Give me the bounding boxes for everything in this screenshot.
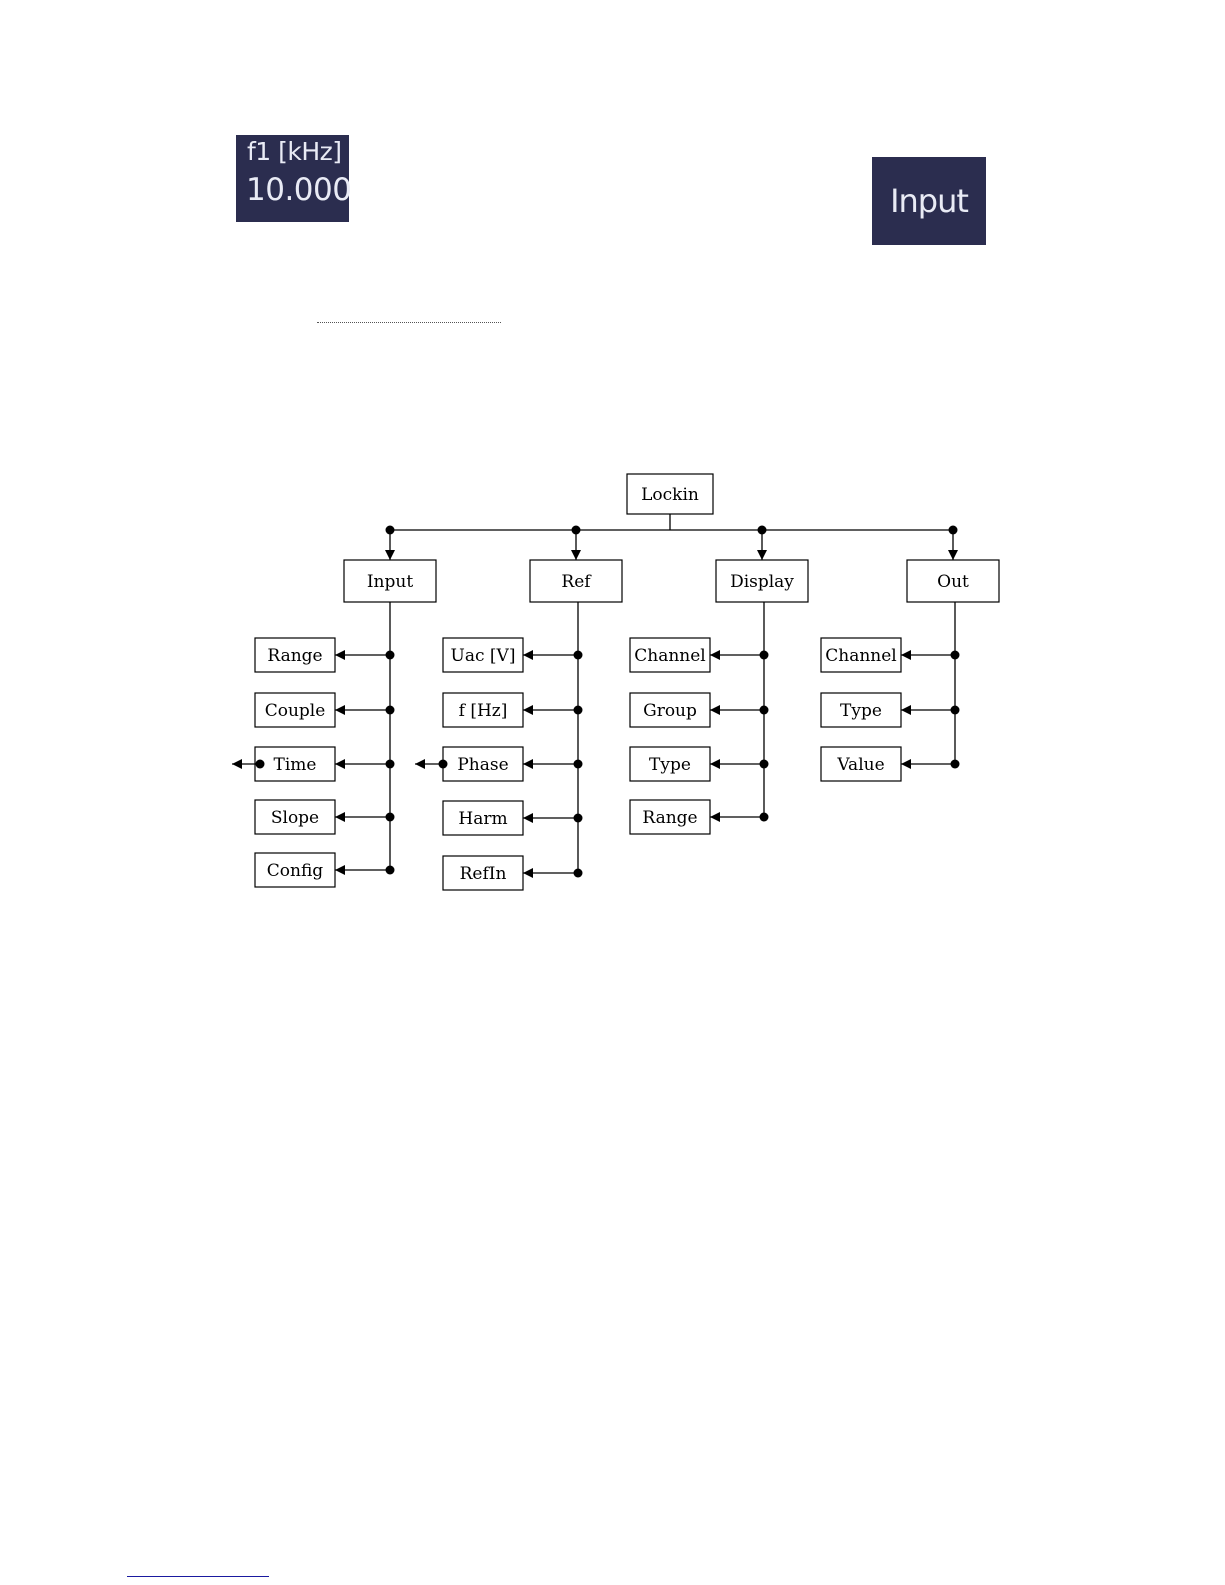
- group-display-item-range-label: Range: [642, 808, 697, 828]
- group-input-item-time-label: Time: [274, 755, 317, 775]
- group-out-item-value-label: Value: [836, 755, 884, 775]
- group-input-label: Input: [367, 572, 413, 592]
- group-input-item-couple-label: Couple: [265, 701, 326, 721]
- group-out-label: Out: [937, 572, 969, 592]
- group-ref-item-uac-v-label: Uac [V]: [451, 646, 516, 666]
- group-input-item-slope-label: Slope: [271, 808, 319, 828]
- group-out-item-channel-label: Channel: [825, 646, 897, 666]
- group-ref-item-f-hz-label: f [Hz]: [459, 701, 508, 721]
- group-input-item-config-label: Config: [267, 861, 324, 881]
- group-input-item-range-label: Range: [267, 646, 322, 666]
- group-ref-label: Ref: [561, 572, 592, 592]
- group-display-item-channel-label: Channel: [634, 646, 706, 666]
- group-display-item-group-label: Group: [643, 701, 697, 721]
- footnote-rule: [127, 1576, 269, 1577]
- group-ref-item-harm-label: Harm: [458, 809, 507, 829]
- group-out-item-type-label: Type: [840, 701, 882, 721]
- group-ref-item-refin-label: RefIn: [460, 864, 507, 884]
- group-display-item-type-label: Type: [649, 755, 691, 775]
- group-display-label: Display: [730, 572, 794, 592]
- lockin-node-label: Lockin: [641, 485, 699, 505]
- group-ref-item-phase-label: Phase: [457, 755, 508, 775]
